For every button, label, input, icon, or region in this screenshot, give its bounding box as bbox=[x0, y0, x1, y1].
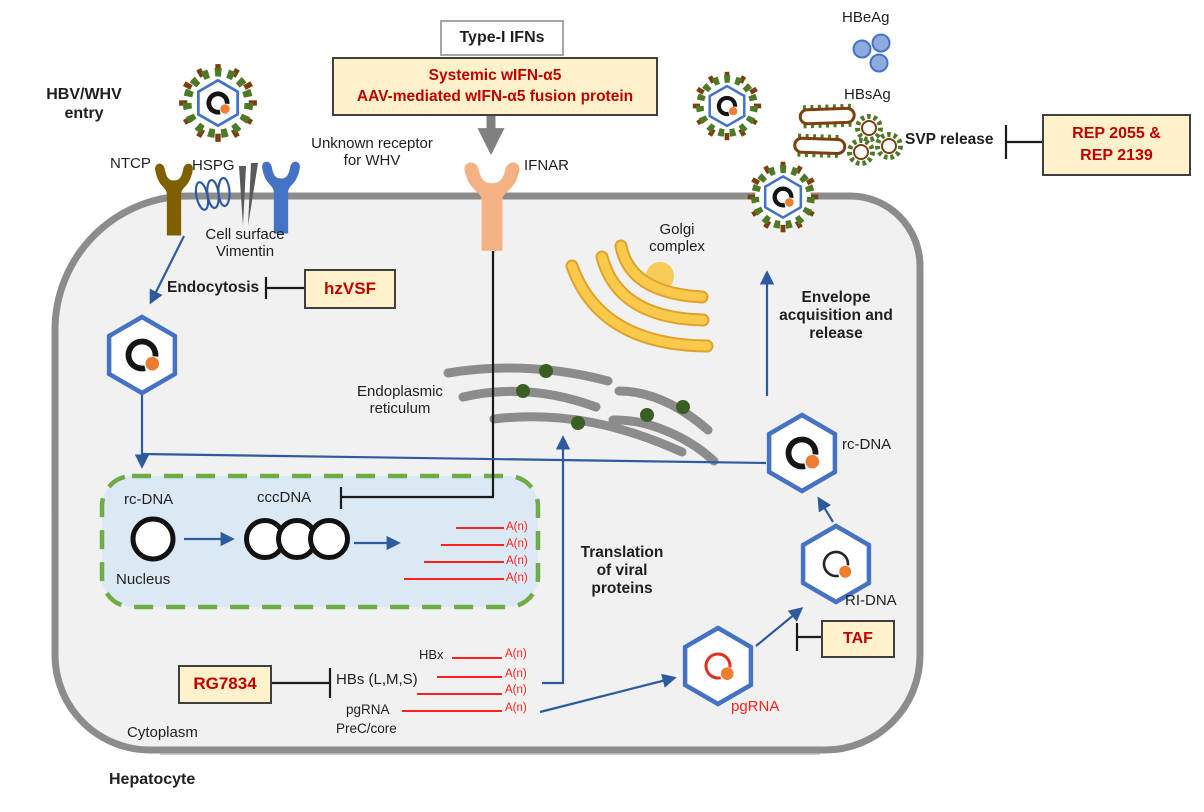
golgi-label: Golgi complex bbox=[649, 221, 705, 256]
prec-core-label: PreC/core bbox=[336, 721, 397, 736]
hbeag-particles-icon bbox=[852, 33, 891, 73]
cccdna-circles-icon bbox=[244, 518, 350, 560]
hepatocyte-label: Hepatocyte bbox=[109, 771, 196, 788]
cytoplasm-label: Cytoplasm bbox=[127, 724, 198, 741]
rep-inhibits-svp-release bbox=[1004, 125, 1042, 159]
polya-label: A(n) bbox=[505, 684, 527, 696]
line-capsid-recycle bbox=[141, 452, 767, 465]
er-ribosome-dots bbox=[516, 364, 690, 430]
cccdna-label: cccDNA bbox=[257, 489, 312, 506]
polya-label: A(n) bbox=[506, 555, 528, 567]
translation-label: Translation of viral proteins bbox=[580, 544, 664, 597]
hepatocyte-cell bbox=[51, 192, 924, 755]
hbs-label: HBs (L,M,S) bbox=[336, 671, 418, 688]
rep-box: REP 2055 & REP 2139 bbox=[1042, 114, 1191, 176]
hbx-label: HBx bbox=[419, 647, 444, 662]
taf-inhibits-ridna bbox=[795, 623, 821, 651]
hbeag-label: HBeAg bbox=[842, 9, 890, 26]
arrow-endocytosis bbox=[149, 235, 185, 305]
pgrna-capsid-label: pgRNA bbox=[731, 698, 780, 715]
ridna-label: RI-DNA bbox=[845, 592, 897, 609]
er-label: Endoplasmic reticulum bbox=[357, 383, 443, 418]
pgrna-capsid-icon bbox=[685, 628, 751, 704]
hbsag-label: HBsAg bbox=[844, 86, 891, 103]
vimentin-icon bbox=[239, 163, 258, 226]
type-i-ifns-box: Type-I IFNs bbox=[440, 20, 564, 56]
hspg-icon bbox=[194, 176, 231, 211]
polya-label: A(n) bbox=[505, 702, 527, 714]
nucleus-label: Nucleus bbox=[116, 571, 171, 588]
arrow-pgrna-to-ridna bbox=[755, 607, 804, 647]
entry-capsid-icon bbox=[109, 317, 175, 393]
polya-label: A(n) bbox=[505, 648, 527, 660]
endoplasmic-reticulum-icon bbox=[443, 363, 719, 466]
rcdna-nucleus-label: rc-DNA bbox=[124, 491, 174, 508]
svp-release-label: SVP release bbox=[905, 131, 994, 148]
ntcp-label: NTCP bbox=[110, 155, 151, 172]
rcdna-circle-icon bbox=[130, 516, 176, 562]
polya-label: A(n) bbox=[506, 572, 528, 584]
endocytosis-label: Endocytosis bbox=[167, 279, 260, 296]
ifnar-signal-inhibits-cccdna bbox=[339, 251, 495, 509]
arrow-pgrna-to-capsid bbox=[539, 673, 677, 714]
ridna-capsid-icon bbox=[803, 526, 869, 602]
mrna-lines-nucleus bbox=[404, 527, 504, 580]
polya-label: A(n) bbox=[505, 668, 527, 680]
rg7834-box: RG7834 bbox=[178, 665, 272, 704]
entry-title: HBV/WHV entry bbox=[46, 86, 122, 122]
pgrna-transcript-label: pgRNA bbox=[346, 702, 390, 717]
inhibition-connectors bbox=[264, 125, 1042, 698]
mrna-lines-cytoplasm bbox=[402, 657, 502, 712]
golgi-complex-icon bbox=[565, 239, 714, 353]
virus-particle-released-icon bbox=[693, 72, 761, 140]
hzvsf-box: hzVSF bbox=[304, 269, 396, 309]
rcdna-cytoplasm-label: rc-DNA bbox=[842, 436, 892, 453]
polya-label: A(n) bbox=[506, 538, 528, 550]
arrow-mrna-to-er-translation bbox=[542, 435, 571, 685]
hbsag-particles-icon bbox=[793, 103, 903, 166]
cell-membrane bbox=[51, 192, 924, 754]
envelope-label: Envelope acquisition and release bbox=[779, 289, 893, 342]
ifnar-label: IFNAR bbox=[524, 157, 569, 174]
hspg-label: HSPG bbox=[192, 157, 235, 174]
arrow-ridna-to-rcdna bbox=[817, 496, 834, 523]
rg7834-inhibits-hbs bbox=[268, 668, 332, 698]
virus-particle-entry-icon bbox=[179, 64, 257, 142]
flow-arrows bbox=[134, 235, 834, 714]
hzvsf-inhibits-endocytosis bbox=[264, 277, 304, 299]
unknown-receptor-label: Unknown receptor for WHV bbox=[311, 135, 433, 170]
systemic-ifn-box: Systemic wIFN-α5 AAV-mediated wIFN-α5 fu… bbox=[332, 57, 658, 116]
vimentin-label: Cell surface Vimentin bbox=[205, 226, 285, 261]
rcdna-capsid-icon bbox=[769, 415, 835, 491]
polya-label: A(n) bbox=[506, 521, 528, 533]
taf-box: TAF bbox=[821, 620, 895, 658]
